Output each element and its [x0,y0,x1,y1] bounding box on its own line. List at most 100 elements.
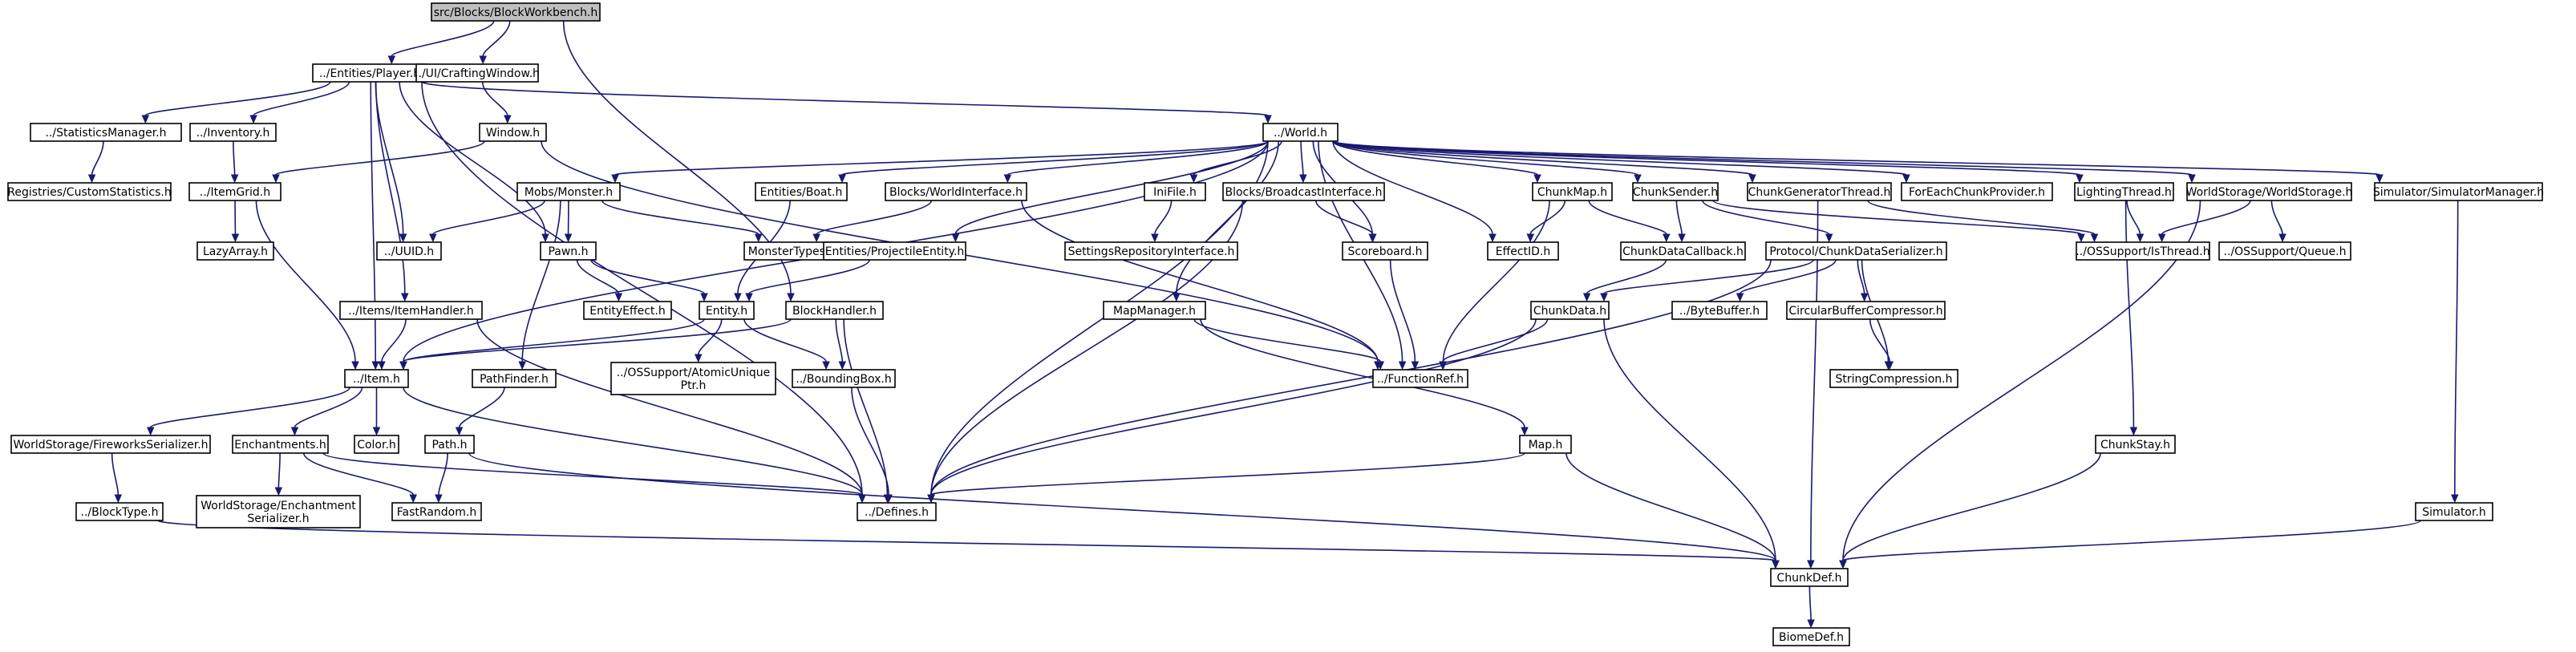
edge-line [1675,200,1683,235]
edge-line [835,318,844,362]
arrowhead [399,233,407,243]
edge-worldstorage-to-isthread [2157,200,2251,243]
arrowhead [1902,174,1910,184]
edge-chunkdata-to-chunkdef [1603,318,1780,569]
node-foreach[interactable]: ForEachChunkProvider.h [1901,182,2053,201]
node-window[interactable]: Window.h [479,123,547,142]
node-regstats[interactable]: Registries/CustomStatistics.h [7,182,172,201]
node-effectid[interactable]: EffectID.h [1487,241,1559,261]
node-blocktype[interactable]: ../BlockType.h [75,502,164,521]
node-map[interactable]: Map.h [1519,435,1572,454]
arrowhead [1634,174,1642,184]
node-pathfinder[interactable]: PathFinder.h [472,369,557,388]
node-itemhandler[interactable]: ../Items/ItemHandler.h [339,301,483,320]
edge-player-to-defines [421,81,866,504]
node-queue[interactable]: ../OSSupport/Queue.h [2218,241,2351,261]
edge-line [482,20,511,57]
node-itemgrid[interactable]: ../ItemGrid.h [188,182,281,201]
node-color[interactable]: Color.h [354,435,399,454]
arrowhead [1376,361,1385,371]
edge-line [1314,200,1374,235]
node-chunkdef[interactable]: ChunkDef.h [1770,568,1849,587]
node-world[interactable]: ../World.h [1262,123,1339,142]
node-lazyarray[interactable]: LazyArray.h [196,241,274,261]
arrowhead [230,174,239,184]
node-entity[interactable]: Entity.h [699,301,755,320]
node-chunkstay[interactable]: ChunkStay.h [2095,435,2176,454]
node-lighting[interactable]: LightingThread.h [2074,182,2174,201]
node-path[interactable]: Path.h [424,435,475,454]
node-strcomp[interactable]: StringCompression.h [1829,369,1958,388]
node-circbuf[interactable]: CircularBufferCompressor.h [1786,301,1946,320]
node-entityeffect[interactable]: EntityEffect.h [583,301,672,320]
node-inifile[interactable]: IniFile.h [1144,182,1206,201]
node-funcref[interactable]: ../FunctionRef.h [1372,369,1468,388]
node-worldint[interactable]: Blocks/WorldInterface.h [885,182,1027,201]
node-chunkdata[interactable]: ChunkData.h [1530,301,1610,320]
node-label: ../Defines.h [865,506,929,519]
edge-player-to-world [421,81,1272,124]
node-mapmanager[interactable]: MapManager.h [1103,301,1206,320]
node-enchant[interactable]: Enchantments.h [232,435,329,454]
node-broadcast[interactable]: Blocks/BroadcastInterface.h [1222,182,1385,201]
node-statsmgr[interactable]: ../StatisticsManager.h [30,123,182,142]
node-box [1519,435,1572,454]
node-item[interactable]: ../Item.h [344,369,409,388]
node-root[interactable]: src/Blocks/BlockWorkbench.h [431,2,601,22]
node-label: Window.h [486,127,540,140]
node-fireworks[interactable]: WorldStorage/FireworksSerializer.h [10,435,211,454]
node-chunkgen[interactable]: ChunkGeneratorThread.h [1747,182,1892,201]
node-box [857,502,937,521]
node-blockhandler[interactable]: BlockHandler.h [785,301,884,320]
node-biomedef[interactable]: BiomeDef.h [1772,627,1850,646]
edge-line [233,140,236,176]
edge-line [391,20,495,57]
node-label: Serializer.h [247,512,309,525]
edge-itemgrid-to-lazyarray [231,200,240,243]
edge-line [1702,200,1830,235]
node-projectile[interactable]: Entities/ProjectileEntity.h [823,241,966,261]
edge-line [403,318,792,362]
node-isthread[interactable]: ../OSSupport/IsThread.h [2076,241,2210,261]
arrowhead [1772,560,1780,569]
edge-itemgrid-to-item [255,200,359,371]
edge-line [421,81,863,496]
node-simulator[interactable]: Simulator.h [2415,502,2493,521]
node-monster[interactable]: Mobs/Monster.h [516,182,621,201]
node-label: ../FunctionRef.h [1377,373,1464,386]
node-fastrandom[interactable]: FastRandom.h [391,502,482,521]
edge-item-to-color [372,387,381,436]
node-worldstorage[interactable]: WorldStorage/WorldStorage.h [2186,182,2353,201]
node-uuid[interactable]: ../UUID.h [376,241,442,261]
node-label: Color.h [357,439,396,452]
edge-line [930,318,1537,496]
node-boat[interactable]: Entities/Boat.h [755,182,848,201]
node-chunkdataser[interactable]: Protocol/ChunkDataSerializer.h [1765,241,1947,261]
node-simmgr[interactable]: Simulator/SimulatorManager.h [2373,182,2544,201]
arrowhead [1748,174,1756,184]
node-bytebuffer[interactable]: ../ByteBuffer.h [1671,301,1768,320]
node-chunkdatacb[interactable]: ChunkDataCallback.h [1620,241,1746,261]
node-chunksender[interactable]: ChunkSender.h [1632,182,1719,201]
node-inventory[interactable]: ../Inventory.h [189,123,277,142]
node-pawn[interactable]: Pawn.h [540,241,597,261]
edge-pathfinder-to-path [455,387,505,436]
arrowhead [231,233,240,243]
edge-line [149,387,350,428]
arrowhead [1488,233,1497,243]
node-scoreboard[interactable]: Scoreboard.h [1342,241,1428,261]
nodes-layer: src/Blocks/BlockWorkbench.h ../Entities/P… [7,2,2544,646]
node-defines[interactable]: ../Defines.h [857,502,937,521]
node-box [339,301,483,320]
node-bbox[interactable]: ../BoundingBox.h [792,369,896,388]
node-craftwin[interactable]: ../UI/CraftingWindow.h [415,63,540,83]
node-player[interactable]: ../Entities/Player.h [312,63,427,83]
node-label: Enchantments.h [234,439,326,452]
node-settingsrepo[interactable]: SettingsRepositoryInterface.h [1064,241,1238,261]
node-label: Entities/ProjectileEntity.h [825,245,965,258]
edge-chunkmap-to-chunkdatacb [1588,200,1671,243]
node-chunkmap[interactable]: ChunkMap.h [1532,182,1613,201]
